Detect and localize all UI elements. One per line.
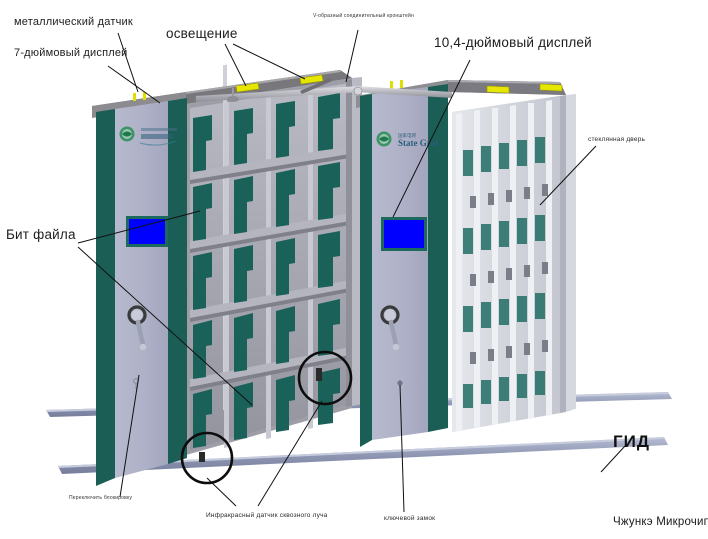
brand-logo-right: 国家电网 State Grid bbox=[376, 131, 438, 148]
door-handle-right[interactable] bbox=[380, 305, 400, 351]
label-lighting: освещение bbox=[166, 26, 238, 41]
infrared-sensor-lower bbox=[199, 452, 205, 462]
label-infrared-sensor: Инфракрасный датчик сквозного луча bbox=[206, 512, 328, 519]
display-104inch-right[interactable] bbox=[381, 217, 427, 251]
logo-line2: State Grid bbox=[398, 138, 438, 148]
leader-lines bbox=[77, 29, 626, 513]
glass-door-panels bbox=[456, 100, 552, 431]
label-display-104inch: 10,4-дюймовый дисплей bbox=[434, 35, 592, 50]
infrared-sensor-upper bbox=[316, 368, 322, 381]
shelf-levels bbox=[190, 146, 350, 391]
sensor-highlight-circles bbox=[180, 350, 353, 485]
right-cabinet-glass-doors: 国家电网 State Grid bbox=[356, 80, 576, 447]
v-connection-bracket bbox=[196, 78, 452, 102]
label-guide-rail: ГИД bbox=[613, 432, 650, 451]
label-display-7inch: 7-дюймовый дисплей bbox=[14, 47, 128, 59]
logo-line1: 国家电网 bbox=[398, 132, 416, 139]
file-contents-behind-glass bbox=[463, 137, 545, 408]
left-cabinet-open-shelving bbox=[92, 64, 362, 486]
key-lock-right[interactable] bbox=[397, 380, 403, 386]
door-handle-left[interactable] bbox=[127, 305, 147, 351]
metal-sensor-indicators-left bbox=[133, 92, 146, 101]
brand-watermark: Чжункэ Микрочип bbox=[613, 516, 708, 528]
label-metal-sensor: металлический датчик bbox=[14, 16, 133, 28]
glass-door-handles bbox=[470, 184, 548, 364]
metal-sensor-indicators-right bbox=[390, 80, 403, 89]
brand-logo-left bbox=[119, 126, 177, 146]
label-v-bracket: V-образный соединительный кронштейн bbox=[313, 13, 414, 19]
label-key-lock: ключевой замок bbox=[384, 515, 436, 522]
file-dividers bbox=[193, 93, 340, 448]
label-toggle-lock: Переключить блокировку bbox=[69, 495, 133, 501]
label-file-bit: Бит файла bbox=[6, 227, 76, 242]
label-glass-door: стеклянная дверь bbox=[588, 136, 646, 143]
led-light-strips-right bbox=[486, 83, 563, 94]
led-light-strips-left bbox=[235, 74, 324, 93]
display-7inch-left[interactable] bbox=[126, 216, 168, 247]
